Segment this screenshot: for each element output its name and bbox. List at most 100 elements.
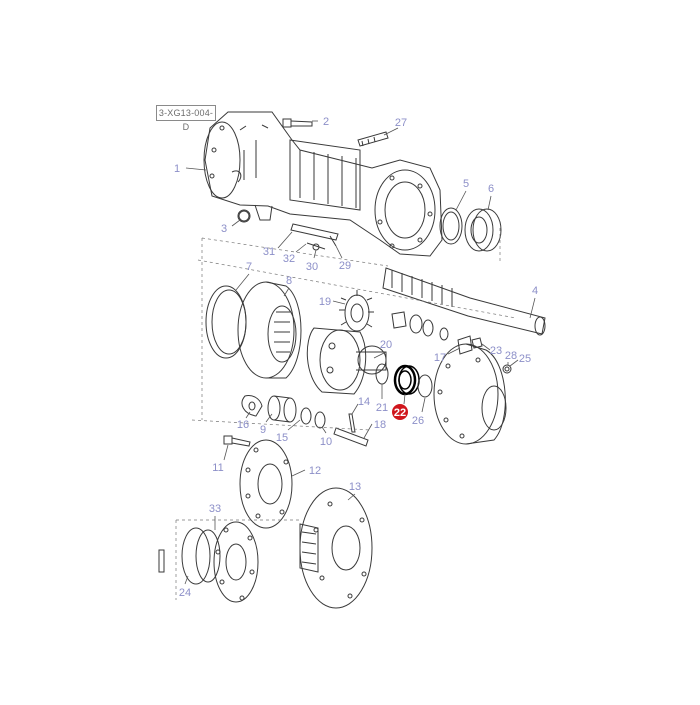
gear-part-19 xyxy=(339,290,374,332)
leader-line-19 xyxy=(332,300,346,305)
bearing-part-22 xyxy=(393,364,420,396)
leader-line-17 xyxy=(447,347,461,355)
leader-line-11 xyxy=(223,444,229,461)
leader-line-6 xyxy=(487,195,492,211)
callout-label-16[interactable]: 16 xyxy=(237,419,249,431)
callout-label-32[interactable]: 32 xyxy=(283,253,295,265)
flange-part-24 xyxy=(213,521,259,603)
callout-label-5[interactable]: 5 xyxy=(463,178,469,190)
callout-label-24[interactable]: 24 xyxy=(179,587,191,599)
pin-part-31 xyxy=(290,223,339,241)
axle-housing-part xyxy=(203,111,443,257)
washer-part-15 xyxy=(300,407,312,425)
leader-line-4 xyxy=(529,297,536,319)
leader-line-8 xyxy=(283,287,290,297)
callout-label-25[interactable]: 25 xyxy=(519,353,531,365)
leader-line-22 xyxy=(403,393,406,405)
leader-line-32 xyxy=(295,243,307,253)
callout-label-1[interactable]: 1 xyxy=(174,163,180,175)
bolt-part-11 xyxy=(223,435,251,447)
pin-part-29 xyxy=(329,235,337,247)
callout-label-27[interactable]: 27 xyxy=(395,117,407,129)
callout-label-29[interactable]: 29 xyxy=(339,260,351,272)
leader-line-13 xyxy=(347,493,356,501)
leader-line-24 xyxy=(184,575,189,585)
callout-label-17[interactable]: 17 xyxy=(434,352,446,364)
callout-label-13[interactable]: 13 xyxy=(349,481,361,493)
leader-line-20 xyxy=(373,351,387,359)
callout-highlight-badge xyxy=(392,404,408,420)
part-28 xyxy=(502,364,512,374)
callout-label-26[interactable]: 26 xyxy=(412,415,424,427)
callout-label-19[interactable]: 19 xyxy=(319,296,331,308)
callout-label-6[interactable]: 6 xyxy=(488,183,494,195)
leader-line-9 xyxy=(265,413,273,423)
callout-label-12[interactable]: 12 xyxy=(309,465,321,477)
callout-label-10[interactable]: 10 xyxy=(320,436,332,448)
leader-line-16 xyxy=(245,411,251,419)
wheel-hub-housing xyxy=(433,343,507,445)
callout-label-30[interactable]: 30 xyxy=(306,261,318,273)
callout-label-31[interactable]: 31 xyxy=(263,246,275,258)
washer-part-10 xyxy=(314,411,326,429)
stud-part-27 xyxy=(357,131,389,147)
callout-label-8[interactable]: 8 xyxy=(286,275,292,287)
callout-label-21[interactable]: 21 xyxy=(376,402,388,414)
leader-line-5 xyxy=(455,190,467,211)
leader-line-23 xyxy=(481,343,491,351)
callout-label-33[interactable]: 33 xyxy=(209,503,221,515)
retainer-part-17 xyxy=(457,335,473,355)
leader-line-3 xyxy=(231,219,241,227)
ring-gear-part-8 xyxy=(237,281,302,379)
callout-label-22[interactable]: 22 xyxy=(394,407,406,419)
leader-line-18 xyxy=(363,423,373,439)
leader-line-30 xyxy=(313,249,317,259)
pin-part-18 xyxy=(333,427,369,447)
ring-part-21 xyxy=(375,363,389,385)
leader-lines xyxy=(184,120,536,585)
leader-line-12 xyxy=(291,469,306,477)
callout-label-15[interactable]: 15 xyxy=(276,432,288,444)
stud-pin xyxy=(158,549,165,573)
flange-part-12 xyxy=(239,439,293,529)
small-bearing xyxy=(409,314,423,334)
callout-label-11[interactable]: 11 xyxy=(212,462,223,474)
leader-line-15 xyxy=(287,419,301,431)
o-ring-part-33 xyxy=(181,527,211,585)
callout-label-14[interactable]: 14 xyxy=(358,396,370,408)
leader-line-7 xyxy=(235,273,250,291)
leader-line-14 xyxy=(351,403,359,415)
leader-line-29 xyxy=(335,245,343,259)
planet-carrier-part-20 xyxy=(306,327,387,395)
callout-label-20[interactable]: 20 xyxy=(380,339,392,351)
leader-line-26 xyxy=(421,397,426,413)
callout-label-9[interactable]: 9 xyxy=(260,424,266,436)
callout-label-4[interactable]: 4 xyxy=(532,285,538,297)
callout-label-3[interactable]: 3 xyxy=(221,223,227,235)
callout-label-28[interactable]: 28 xyxy=(505,350,517,362)
leader-line-10 xyxy=(321,426,327,434)
callout-label-23[interactable]: 23 xyxy=(490,345,502,357)
leader-line-1 xyxy=(185,167,207,171)
nut-part-3 xyxy=(237,209,251,223)
o-ring-part-5 xyxy=(439,207,463,245)
callout-label-2[interactable]: 2 xyxy=(323,116,329,128)
wheel-flange-part-13 xyxy=(299,487,373,609)
callout-label-18[interactable]: 18 xyxy=(374,419,386,431)
ring-part-26 xyxy=(417,374,433,398)
thrust-plate-part-16 xyxy=(241,395,263,417)
pin-part-14 xyxy=(348,413,356,433)
leader-line-25 xyxy=(509,359,519,367)
leader-line-27 xyxy=(383,127,399,136)
bolt-part-2 xyxy=(282,118,313,128)
diagram-reference-code: 3-XG13-004-D xyxy=(156,105,216,132)
bearing-part-6 xyxy=(464,208,502,252)
pin-part-32 xyxy=(306,242,326,250)
callout-label-7[interactable]: 7 xyxy=(246,261,252,273)
shaft-part-4 xyxy=(382,267,546,336)
leader-line-31 xyxy=(277,231,293,249)
planet-gear-part-9 xyxy=(267,395,297,423)
